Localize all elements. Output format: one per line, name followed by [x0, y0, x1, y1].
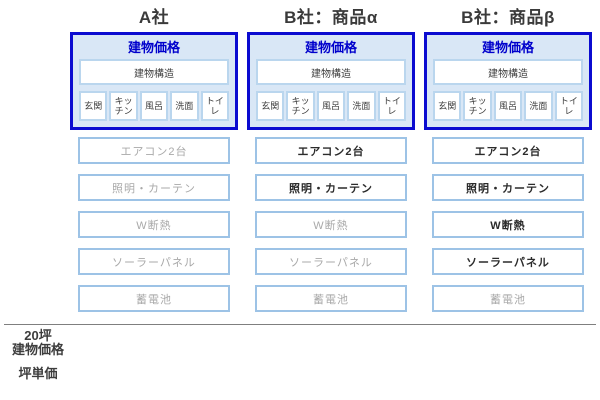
part-box-entrance: 玄関	[433, 91, 462, 121]
building-structure-box: 建物構造	[79, 59, 229, 85]
building-structure-box: 建物構造	[256, 59, 406, 85]
column-title: A社	[138, 7, 170, 27]
option-box-aircon: エアコン2台	[255, 137, 407, 164]
part-box-toilet: トイレ	[554, 91, 584, 121]
option-list: エアコン2台 照明・カーテン W断熱 ソーラーパネル 蓄電池	[255, 137, 407, 312]
option-list: エアコン2台 照明・カーテン W断熱 ソーラーパネル 蓄電池	[78, 137, 230, 312]
footer-row-labels: 20坪 建物価格 坪単価	[6, 329, 70, 381]
part-box-bath: 風呂	[139, 91, 169, 121]
building-price-panel: 建物価格 建物構造 玄関 キッチン 風呂 洗面 トイレ	[70, 32, 238, 130]
option-box-insulation: W断熱	[255, 211, 407, 238]
option-box-aircon: エアコン2台	[432, 137, 584, 164]
option-box-aircon: エアコン2台	[78, 137, 230, 164]
building-price-panel: 建物価格 建物構造 玄関 キッチン 風呂 洗面 トイレ	[247, 32, 415, 130]
option-list: エアコン2台 照明・カーテン W断熱 ソーラーパネル 蓄電池	[432, 137, 584, 312]
part-box-entrance: 玄関	[256, 91, 285, 121]
part-box-washstand: 洗面	[170, 91, 199, 121]
option-box-battery: 蓄電池	[78, 285, 230, 312]
part-box-washstand: 洗面	[524, 91, 553, 121]
part-box-toilet: トイレ	[377, 91, 407, 121]
parts-row: 玄関 キッチン 風呂 洗面 トイレ	[433, 91, 584, 121]
parts-row: 玄関 キッチン 風呂 洗面 トイレ	[256, 91, 407, 121]
part-box-kitchen: キッチン	[109, 91, 138, 121]
footer-unit-price-label: 坪単価	[18, 366, 58, 381]
footer-building-price-label: 建物価格	[11, 342, 64, 357]
part-box-entrance: 玄関	[79, 91, 108, 121]
option-box-insulation: W断熱	[78, 211, 230, 238]
footer-area-label: 20坪	[24, 328, 52, 343]
column-company-b-alpha: B社：商品α 建物価格 建物構造 玄関 キッチン 風呂 洗面 トイレ エアコン2…	[247, 0, 415, 322]
footer-divider	[4, 324, 596, 325]
building-price-label: 建物価格	[127, 40, 180, 55]
option-box-insulation: W断熱	[432, 211, 584, 238]
part-box-bath: 風呂	[316, 91, 346, 121]
comparison-columns: A社 建物価格 建物構造 玄関 キッチン 風呂 洗面 トイレ エアコン2台 照明…	[70, 0, 592, 322]
option-box-lighting-curtain: 照明・カーテン	[255, 174, 407, 201]
option-box-solar-panel: ソーラーパネル	[78, 248, 230, 275]
building-price-label: 建物価格	[481, 40, 534, 55]
column-title: B社：商品α	[284, 7, 378, 27]
part-box-bath: 風呂	[493, 91, 523, 121]
column-company-a: A社 建物価格 建物構造 玄関 キッチン 風呂 洗面 トイレ エアコン2台 照明…	[70, 0, 238, 322]
part-box-kitchen: キッチン	[463, 91, 492, 121]
option-box-battery: 蓄電池	[432, 285, 584, 312]
option-box-solar-panel: ソーラーパネル	[255, 248, 407, 275]
building-price-panel: 建物価格 建物構造 玄関 キッチン 風呂 洗面 トイレ	[424, 32, 592, 130]
building-structure-box: 建物構造	[433, 59, 583, 85]
column-company-b-beta: B社：商品β 建物価格 建物構造 玄関 キッチン 風呂 洗面 トイレ エアコン2…	[424, 0, 592, 322]
option-box-solar-panel: ソーラーパネル	[432, 248, 584, 275]
part-box-kitchen: キッチン	[286, 91, 315, 121]
option-box-lighting-curtain: 照明・カーテン	[78, 174, 230, 201]
part-box-washstand: 洗面	[347, 91, 376, 121]
part-box-toilet: トイレ	[200, 91, 230, 121]
option-box-lighting-curtain: 照明・カーテン	[432, 174, 584, 201]
parts-row: 玄関 キッチン 風呂 洗面 トイレ	[79, 91, 230, 121]
column-title: B社：商品β	[461, 7, 555, 27]
option-box-battery: 蓄電池	[255, 285, 407, 312]
building-price-label: 建物価格	[304, 40, 357, 55]
